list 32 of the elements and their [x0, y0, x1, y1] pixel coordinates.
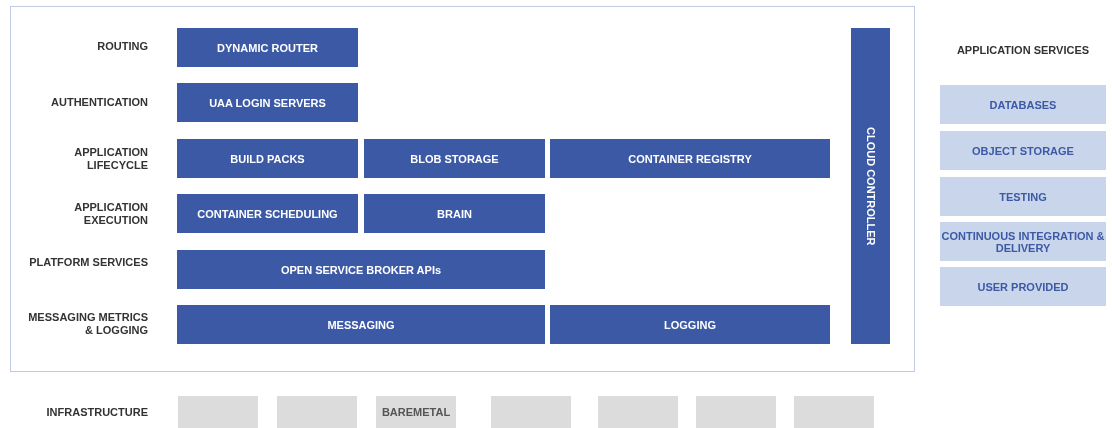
component-box: BLOB STORAGE	[364, 139, 545, 178]
component-box: DYNAMIC ROUTER	[177, 28, 358, 67]
component-box: UAA LOGIN SERVERS	[177, 83, 358, 122]
service-box: DATABASES	[940, 85, 1106, 124]
component-box: CONTAINER REGISTRY	[550, 139, 830, 178]
infrastructure-box: BAREMETAL	[376, 396, 456, 428]
row-label: INFRASTRUCTURE	[46, 406, 148, 419]
service-box: USER PROVIDED	[940, 267, 1106, 306]
controller-bar: CLOUD CONTROLLER	[851, 28, 890, 344]
service-box: CONTINUOUS INTEGRATION & DELIVERY	[940, 222, 1106, 261]
component-box: CONTAINER SCHEDULING	[177, 194, 358, 233]
component-box: LOGGING	[550, 305, 830, 344]
infrastructure-box	[696, 396, 776, 428]
row-label: PLATFORM SERVICES	[29, 256, 148, 269]
column-heading: APPLICATION SERVICES	[955, 44, 1091, 57]
row-label: APPLICATION LIFECYCLE	[73, 146, 148, 172]
infrastructure-box	[491, 396, 571, 428]
platform-frame	[10, 6, 915, 372]
service-box: OBJECT STORAGE	[940, 131, 1106, 170]
row-label: AUTHENTICATION	[51, 96, 148, 109]
infrastructure-box	[794, 396, 874, 428]
component-box: BUILD PACKS	[177, 139, 358, 178]
row-label: MESSAGING METRICS & LOGGING	[27, 311, 148, 337]
service-box: TESTING	[940, 177, 1106, 216]
component-box: MESSAGING	[177, 305, 545, 344]
infrastructure-box	[277, 396, 357, 428]
infrastructure-box	[598, 396, 678, 428]
row-label: APPLICATION EXECUTION	[73, 201, 148, 227]
component-box: BRAIN	[364, 194, 545, 233]
component-box: OPEN SERVICE BROKER APIs	[177, 250, 545, 289]
infrastructure-box	[178, 396, 258, 428]
row-label: ROUTING	[97, 40, 148, 53]
